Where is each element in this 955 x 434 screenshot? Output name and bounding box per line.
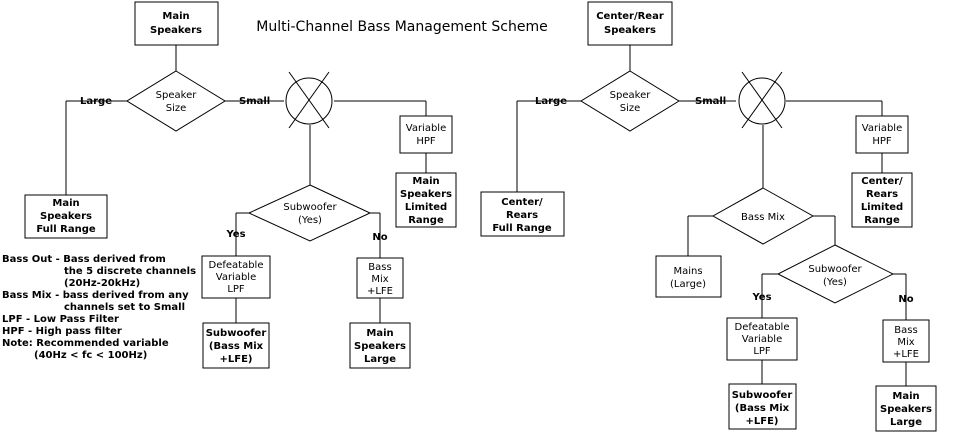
small-label: Small xyxy=(239,96,270,107)
subwoofer-decision-right: Subwoofer(Yes) xyxy=(776,244,895,304)
diagram-title: Multi-Channel Bass Management Scheme xyxy=(256,19,547,35)
svg-text:Bass Mix: Bass Mix xyxy=(741,212,785,223)
signal-splitter-symbol-right xyxy=(738,71,786,129)
small-label-right: Small xyxy=(695,96,726,107)
no-label-right: No xyxy=(898,294,913,305)
subwoofer-output-box-right: Subwoofer(Bass Mix+LFE) xyxy=(728,383,797,430)
no-label: No xyxy=(372,232,387,243)
yes-label: Yes xyxy=(225,229,245,240)
svg-text:Subwoofer(Bass Mix+LFE): Subwoofer(Bass Mix+LFE) xyxy=(732,390,793,427)
svg-text:Subwoofer(Bass Mix+LFE): Subwoofer(Bass Mix+LFE) xyxy=(206,328,267,365)
svg-text:Mains(Large): Mains(Large) xyxy=(670,266,706,290)
bass-mix-decision: Bass Mix xyxy=(711,187,815,245)
yes-label-right: Yes xyxy=(751,292,771,303)
large-label: Large xyxy=(80,96,112,107)
subwoofer-decision: Subwoofer(Yes) xyxy=(247,184,372,242)
signal-splitter-symbol xyxy=(285,71,333,129)
notes-legend: Bass Out - Bass derived from the 5 discr… xyxy=(2,254,200,361)
svg-text:Subwoofer(Yes): Subwoofer(Yes) xyxy=(283,202,337,226)
mains-large-box: Mains(Large) xyxy=(655,255,722,298)
large-label-right: Large xyxy=(535,96,567,107)
svg-text:Subwoofer(Yes): Subwoofer(Yes) xyxy=(808,264,862,288)
subwoofer-output-box: Subwoofer(Bass Mix+LFE) xyxy=(202,322,270,369)
